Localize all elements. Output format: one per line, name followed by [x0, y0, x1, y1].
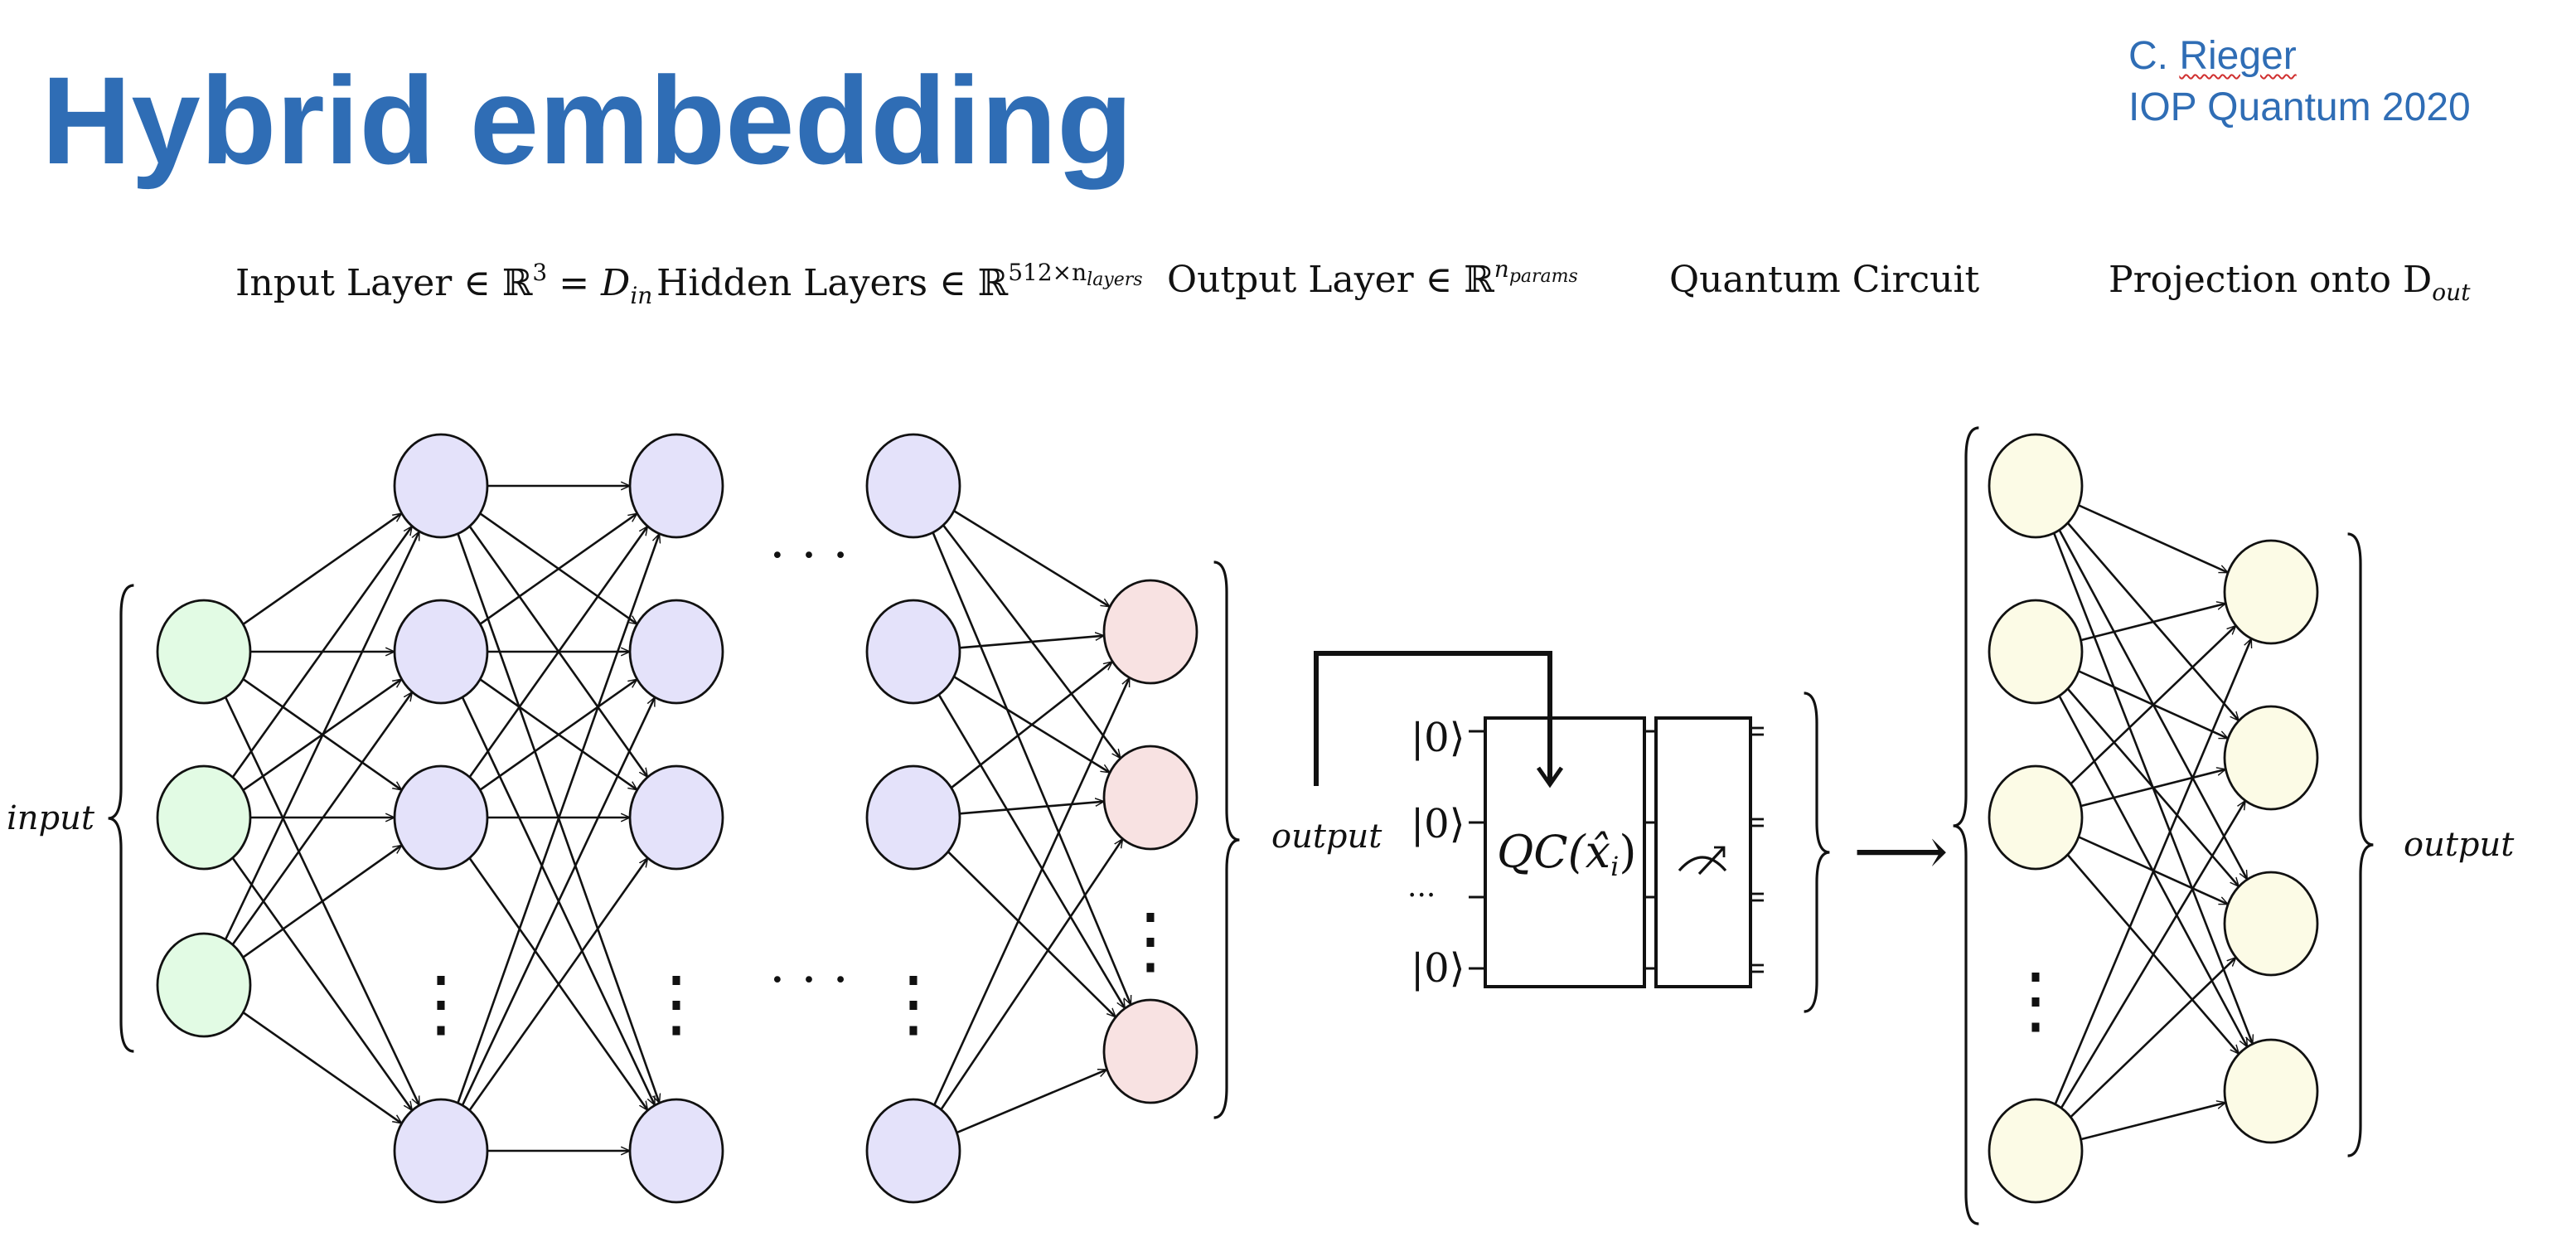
- circuit-gate-label: QC(x̂i): [1497, 826, 1636, 882]
- node-projB-1: [2223, 539, 2319, 645]
- edge-h1-h2-1-0: [479, 512, 637, 625]
- edge-h3-out-3-1: [940, 839, 1124, 1110]
- brace-projection-output: [2347, 532, 2374, 1157]
- node-input-3: [156, 932, 252, 1038]
- classical-wires: [1750, 726, 1764, 973]
- edge-proj-3-3: [2080, 1103, 2226, 1141]
- node-h2-1: [628, 433, 724, 539]
- node-h1-1: [393, 433, 489, 539]
- edge-in-h1-2-3: [242, 1012, 401, 1124]
- edge-proj-3-2: [2070, 958, 2236, 1118]
- edge-h3-out-2-2: [947, 851, 1116, 1017]
- edge-proj-3-1: [2060, 801, 2247, 1109]
- node-h1-2: [393, 599, 489, 705]
- edge-h1-h2-3-2: [468, 858, 649, 1111]
- hidden-ellipsis-top: · · ·: [769, 526, 848, 585]
- node-projA-2: [1988, 599, 2084, 705]
- node-h3-3: [865, 764, 961, 871]
- vdots-projection: ⋮: [1999, 957, 2072, 1042]
- node-out-3: [1102, 998, 1198, 1104]
- node-projA-4: [1988, 1098, 2084, 1204]
- node-h1-4: [393, 1098, 489, 1204]
- node-h2-3: [628, 764, 724, 871]
- node-projB-4: [2223, 1038, 2319, 1144]
- edge-h3-out-3-0: [933, 677, 1131, 1106]
- edge-h1-h2-3-0: [457, 534, 659, 1104]
- edge-in-h1-0-0: [242, 512, 401, 625]
- braces: [108, 426, 2374, 1225]
- edge-proj-2-0: [2070, 626, 2235, 785]
- edge-h3-out-0-0: [953, 510, 1110, 608]
- node-projB-2: [2223, 705, 2319, 811]
- credit-author: C. Rieger: [2128, 36, 2297, 76]
- node-input-1: [156, 599, 252, 705]
- edge-in-h1-1-0: [231, 526, 414, 779]
- edge-proj-1-0: [2080, 604, 2226, 642]
- credit-event: IOP Quantum 2020: [2128, 85, 2471, 129]
- node-h3-1: [865, 433, 961, 539]
- edge-proj-3-0: [2054, 638, 2253, 1105]
- header-hidden-layers: Hidden Layers ∈ ℝ512×nlayers: [656, 259, 1143, 304]
- node-projB-3: [2223, 871, 2319, 977]
- node-out-2: [1102, 745, 1198, 851]
- edge-h1-h2-2-1: [479, 678, 637, 791]
- qubit-state-2: |0⟩: [1411, 801, 1465, 847]
- edge-proj-2-1: [2080, 769, 2226, 808]
- brace-circuit-output: [1804, 691, 1830, 1013]
- vdots-hidden-2: ⋮: [640, 960, 713, 1046]
- edge-h3-out-2-1: [959, 802, 1104, 815]
- projection-output-label: output: [2404, 826, 2515, 864]
- node-input-2: [156, 764, 252, 871]
- circuit-gate-box: [1484, 716, 1646, 988]
- header-output-layer: Output Layer ∈ ℝnparams: [1167, 255, 1578, 301]
- edge-h1-h2-3-1: [461, 697, 656, 1106]
- nn-output-label: output: [1271, 818, 1382, 856]
- transform-arrow: ⟶: [1853, 813, 1949, 890]
- edge-h1-h2-2-0: [468, 526, 649, 779]
- slide-title: Hybrid embedding: [41, 51, 1133, 190]
- edge-in-h1-2-2: [242, 844, 402, 958]
- author-initial: C.: [2128, 34, 2168, 78]
- edge-h3-out-1-0: [959, 636, 1104, 649]
- vdots-output: ⋮: [1114, 897, 1187, 983]
- qubit-state-n: |0⟩: [1411, 945, 1465, 992]
- edge-in-h1-1-3: [231, 856, 414, 1111]
- author-surname: Rieger: [2179, 34, 2297, 78]
- vdots-hidden-1: ⋮: [404, 960, 477, 1046]
- node-h2-4: [628, 1098, 724, 1204]
- node-h3-2: [865, 599, 961, 705]
- node-h3-4: [865, 1098, 961, 1204]
- measurement-meter-icon: [1678, 846, 1727, 876]
- node-projA-1: [1988, 433, 2084, 539]
- node-projA-3: [1988, 764, 2084, 871]
- feed-arrow-head: [1536, 766, 1564, 788]
- qubit-ellipsis: ···: [1407, 879, 1436, 913]
- hidden-ellipsis-bottom: · · ·: [769, 951, 848, 1009]
- node-h1-3: [393, 764, 489, 871]
- network-nodes: [156, 433, 2319, 1204]
- brace-projection-open: [1953, 426, 1979, 1225]
- node-out-1: [1102, 579, 1198, 685]
- edge-proj-0-0: [2078, 504, 2228, 574]
- edge-in-h1-2-1: [231, 692, 414, 946]
- qubit-state-1: |0⟩: [1411, 715, 1465, 761]
- brace-input: [108, 584, 134, 1053]
- quantum-circuit: |0⟩ |0⟩ ··· |0⟩ QC(x̂i): [1314, 651, 1764, 992]
- header-input-layer: Input Layer ∈ ℝ3 = Din: [235, 259, 652, 309]
- network-edges: [224, 486, 2253, 1151]
- edge-h3-out-1-2: [937, 694, 1126, 1008]
- edge-h3-out-2-0: [950, 662, 1113, 789]
- brace-nn-output: [1213, 560, 1240, 1119]
- header-quantum-circuit: Quantum Circuit: [1669, 259, 1980, 301]
- node-h2-2: [628, 599, 724, 705]
- input-label: input: [7, 799, 95, 837]
- edge-in-h1-2-0: [224, 531, 421, 940]
- edge-h3-out-0-2: [932, 531, 1132, 1005]
- header-projection: Projection onto Dout: [2109, 259, 2471, 306]
- edge-h3-out-3-2: [956, 1068, 1106, 1134]
- measurement-box: [1654, 716, 1752, 988]
- vdots-hidden-3: ⋮: [877, 960, 950, 1046]
